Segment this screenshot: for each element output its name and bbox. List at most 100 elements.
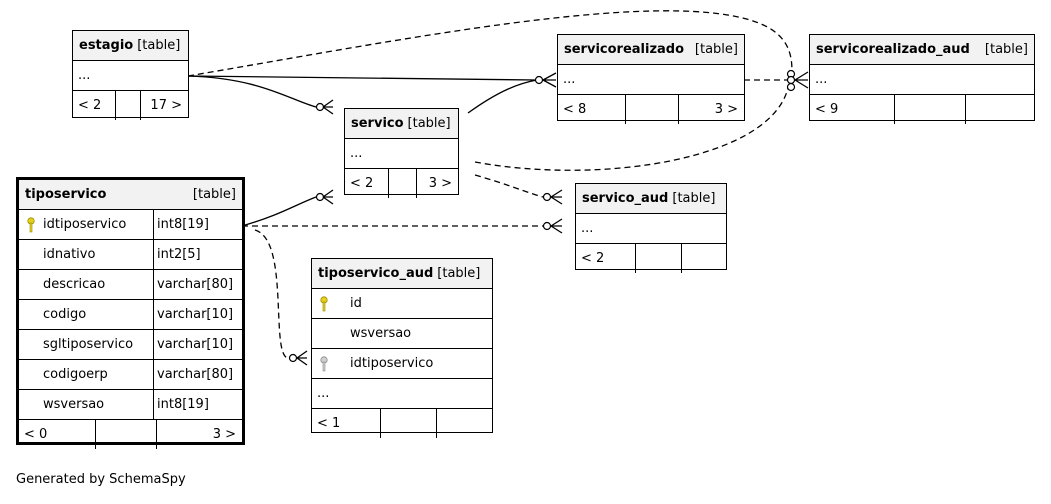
table-servicorealizado-aud[interactable]: servicorealizado_aud[table] ... < 9 bbox=[809, 34, 1035, 124]
table-servicorealizado[interactable]: servicorealizado [table] ... < 8 3 > bbox=[557, 34, 745, 124]
edge-servico-servicorealizado_aud bbox=[474, 87, 789, 171]
table-header: servico_aud[table] bbox=[576, 184, 726, 214]
column-type: varchar[10] bbox=[153, 300, 233, 329]
column-row[interactable]: wsversao int8[19] bbox=[19, 390, 242, 420]
nav-parents-link[interactable]: < 1 bbox=[317, 416, 341, 431]
table-nav-row: < 2 3 > bbox=[345, 169, 458, 198]
column-row[interactable]: codigo varchar[10] bbox=[19, 300, 242, 330]
nav-children-link[interactable] bbox=[681, 244, 726, 273]
table-more-columns: ... bbox=[576, 214, 726, 244]
column-row[interactable]: wsversao bbox=[312, 319, 492, 349]
table-type: [table] bbox=[437, 266, 481, 281]
crowsfoot-marker bbox=[296, 350, 308, 366]
nav-parents-link[interactable]: < 0 bbox=[24, 427, 48, 442]
column-row[interactable]: idnativo int2[5] bbox=[19, 240, 242, 270]
nav-children-link[interactable]: 3 > bbox=[678, 95, 744, 124]
table-header: servico[table] bbox=[345, 109, 458, 139]
nav-parents-link[interactable]: < 2 bbox=[350, 176, 374, 191]
nav-middle-cell bbox=[635, 244, 681, 273]
table-type: [table] bbox=[694, 42, 738, 57]
foreign-key-icon bbox=[320, 356, 328, 372]
nav-parents-link[interactable]: < 2 bbox=[581, 251, 605, 266]
nav-parents-link[interactable]: < 9 bbox=[815, 102, 839, 117]
crowsfoot-marker bbox=[322, 189, 334, 205]
optional-marker bbox=[534, 75, 544, 85]
optional-marker bbox=[542, 221, 552, 231]
column-name: descricao bbox=[43, 277, 106, 292]
table-type: [table] bbox=[192, 187, 236, 202]
table-more-columns: ... bbox=[810, 65, 1034, 95]
column-row[interactable]: descricao varchar[80] bbox=[19, 270, 242, 300]
nav-middle-cell bbox=[625, 95, 678, 124]
table-name: servicorealizado_aud bbox=[816, 42, 970, 57]
column-row[interactable]: idtiposervico bbox=[312, 349, 492, 379]
table-header: servicorealizado_aud[table] bbox=[810, 35, 1034, 65]
edge-tiposervico-servico bbox=[241, 196, 317, 227]
column-name: codigo bbox=[43, 307, 87, 322]
nav-middle-cell bbox=[115, 91, 140, 120]
column-type: int8[19] bbox=[153, 390, 209, 419]
column-type: varchar[80] bbox=[153, 270, 233, 299]
crowsfoot-marker bbox=[550, 189, 563, 205]
table-nav-row: < 9 bbox=[810, 95, 1034, 124]
column-type: varchar[10] bbox=[153, 330, 233, 359]
generated-by-note: Generated by SchemaSpy bbox=[16, 472, 186, 487]
table-more-columns: ... bbox=[312, 379, 492, 409]
table-nav-row: < 2 bbox=[576, 244, 726, 273]
column-row[interactable]: sgltiposervico varchar[10] bbox=[19, 330, 242, 360]
column-name: wsversao bbox=[350, 326, 412, 341]
column-row[interactable]: id bbox=[312, 289, 492, 319]
column-name: idtiposervico bbox=[43, 217, 127, 232]
nav-parents-link[interactable]: < 2 bbox=[78, 98, 102, 113]
table-tiposervico[interactable]: tiposervico [table] idtiposervico int8[19… bbox=[16, 177, 245, 449]
column-name: wsversao bbox=[43, 397, 105, 412]
nav-middle-cell bbox=[95, 420, 156, 449]
optional-marker bbox=[315, 192, 325, 202]
table-type: [table] bbox=[407, 116, 451, 131]
table-name: servicorealizado bbox=[564, 42, 685, 57]
optional-marker bbox=[288, 353, 298, 363]
table-nav-row: < 1 bbox=[312, 409, 492, 438]
primary-key-icon bbox=[27, 217, 35, 233]
table-estagio[interactable]: estagio[table] ... < 2 17 > bbox=[72, 30, 189, 120]
edge-estagio-servico bbox=[187, 75, 317, 108]
table-name: servico bbox=[351, 116, 404, 131]
nav-middle-cell bbox=[894, 95, 965, 124]
table-name: tiposervico bbox=[25, 187, 107, 202]
nav-children-link[interactable]: 3 > bbox=[416, 169, 458, 198]
nav-children-link[interactable]: 3 > bbox=[156, 420, 242, 449]
column-type: int8[19] bbox=[153, 210, 209, 239]
table-type: [table] bbox=[672, 191, 716, 206]
nav-children-link[interactable] bbox=[965, 95, 1034, 124]
optional-marker bbox=[786, 75, 796, 85]
crowsfoot-marker bbox=[322, 99, 334, 115]
column-name: idtiposervico bbox=[350, 356, 434, 371]
nav-children-link[interactable]: 17 > bbox=[140, 91, 188, 120]
optional-marker bbox=[542, 192, 552, 202]
crowsfoot-marker bbox=[794, 71, 809, 89]
column-row[interactable]: codigoerp varchar[80] bbox=[19, 360, 242, 390]
table-header: servicorealizado [table] bbox=[558, 35, 744, 65]
table-more-columns: ... bbox=[345, 139, 458, 169]
table-tiposervico-aud[interactable]: tiposervico_aud[table] id wsversao idtip… bbox=[311, 258, 493, 438]
table-nav-row: < 2 17 > bbox=[73, 91, 188, 120]
column-name: sgltiposervico bbox=[43, 337, 134, 352]
column-row[interactable]: idtiposervico int8[19] bbox=[19, 210, 242, 240]
nav-children-link[interactable] bbox=[436, 409, 492, 438]
table-nav-row: < 0 3 > bbox=[19, 420, 242, 449]
edge-servico-servicorealizado bbox=[467, 79, 538, 114]
table-type: [table] bbox=[137, 38, 181, 53]
table-servico[interactable]: servico[table] ... < 2 3 > bbox=[344, 108, 459, 198]
crowsfoot-marker bbox=[542, 72, 557, 88]
table-name: servico_aud bbox=[582, 191, 669, 206]
table-servico-aud[interactable]: servico_aud[table] ... < 2 bbox=[575, 183, 727, 273]
edge-estagio-servicorealizado bbox=[187, 75, 538, 81]
optional-marker bbox=[315, 102, 325, 112]
edge-tiposervico-tiposervico_aud bbox=[254, 229, 289, 359]
column-name: codigoerp bbox=[43, 367, 108, 382]
nav-parents-link[interactable]: < 8 bbox=[563, 102, 587, 117]
table-more-columns: ... bbox=[558, 65, 744, 95]
edge-servico-servico_aud bbox=[474, 174, 544, 198]
table-nav-row: < 8 3 > bbox=[558, 95, 744, 124]
